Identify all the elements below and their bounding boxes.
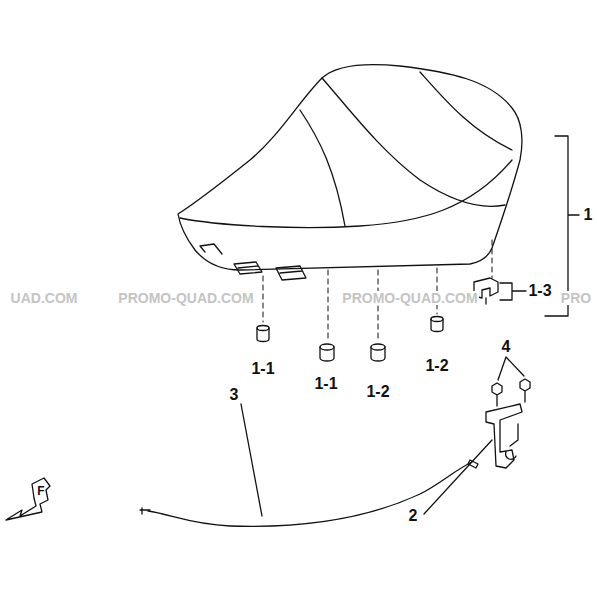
leader-line [424, 440, 492, 514]
callout-number: 1-2 [425, 358, 448, 374]
callout-number: 1-1 [314, 376, 337, 392]
seat-tab [234, 262, 262, 274]
seat-cable-end [140, 460, 478, 514]
callout-number: 1-1 [251, 361, 274, 377]
seat-latch [486, 404, 522, 468]
seat-crease [300, 110, 345, 226]
seat-crease [180, 160, 512, 228]
group-bracket [500, 283, 526, 300]
callout-number: 1-3 [528, 283, 551, 299]
watermark: UAD.COM [10, 291, 79, 305]
callout-number: 2 [409, 508, 418, 524]
callout-number: 3 [230, 387, 239, 403]
leader-line [241, 404, 262, 516]
seat-crease [322, 78, 505, 206]
mounting-line [263, 240, 492, 342]
seat-outline [178, 65, 522, 271]
seat-cable [148, 462, 472, 526]
watermark: PROMO-QUAD.COM [117, 291, 254, 305]
callout-number: 1 [584, 207, 593, 223]
callout-number: 1-2 [366, 384, 389, 400]
watermark: PROMO-QUAD.COM [341, 291, 478, 305]
bushing [257, 317, 443, 362]
front-arrow-symbol [6, 478, 50, 520]
bolt [492, 379, 530, 406]
front-letter: F [37, 485, 44, 497]
seat-crease [420, 72, 512, 150]
watermark: PRO [560, 291, 592, 305]
seat-tab [276, 266, 306, 280]
seat-base [200, 244, 222, 254]
callout-number: 4 [502, 339, 511, 355]
leader-line [498, 357, 524, 380]
